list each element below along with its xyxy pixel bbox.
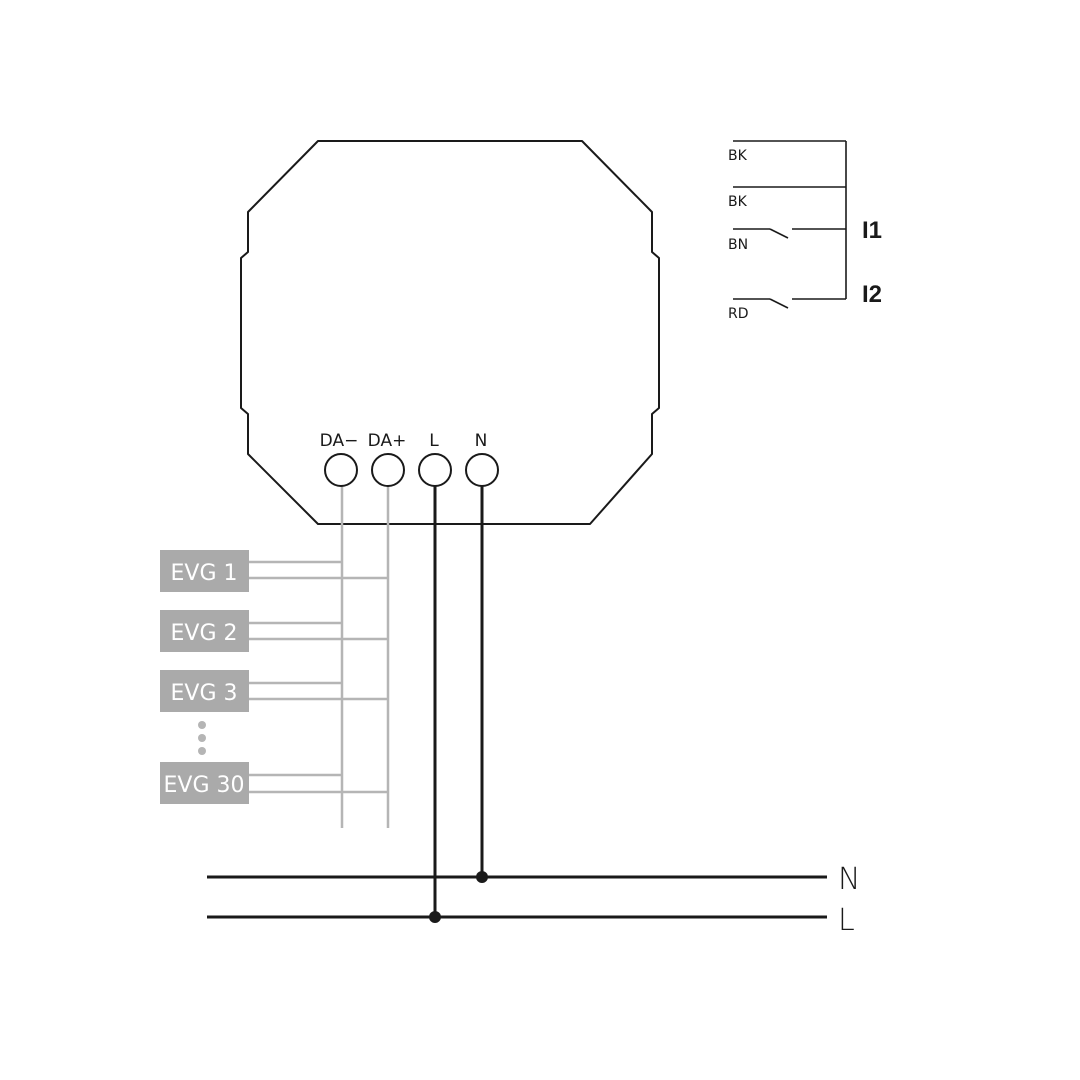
terminal-da-minus <box>324 453 358 487</box>
terminal-da-plus <box>371 453 405 487</box>
ballast-evg-2: EVG 2 <box>160 610 249 652</box>
wire-label-rd: RD <box>728 306 749 322</box>
ballast-label: EVG 1 <box>171 561 238 586</box>
input-label-i1: I1 <box>862 217 882 244</box>
terminal-label-n: N <box>475 431 488 451</box>
terminal-label-da-plus: DA+ <box>368 431 407 451</box>
ballast-evg-3: EVG 3 <box>160 670 249 712</box>
wire-label-bn: BN <box>728 237 748 253</box>
bus-label-l: L <box>838 903 855 938</box>
terminal-n <box>465 453 499 487</box>
l-junction <box>429 911 441 923</box>
wire-label-bk-1: BK <box>728 148 748 164</box>
continuation-dots <box>198 721 206 755</box>
ballast-label: EVG 2 <box>171 621 238 646</box>
terminal-l <box>418 453 452 487</box>
bus-label-n: N <box>838 862 860 897</box>
device-housing <box>240 140 660 525</box>
input-label-i2: I2 <box>862 281 882 308</box>
rd-switch-contact <box>769 298 789 309</box>
wire-label-bk-2: BK <box>728 194 748 210</box>
terminal-label-da-minus: DA− <box>320 431 359 451</box>
terminal-label-l: L <box>429 431 439 451</box>
ballast-label: EVG 30 <box>164 773 245 798</box>
switch-inputs <box>733 140 847 309</box>
ballast-evg-30: EVG 30 <box>160 762 249 804</box>
ballast-evg-1: EVG 1 <box>160 550 249 592</box>
n-junction <box>476 871 488 883</box>
bn-switch-contact <box>769 228 789 239</box>
ballast-label: EVG 3 <box>171 681 238 706</box>
